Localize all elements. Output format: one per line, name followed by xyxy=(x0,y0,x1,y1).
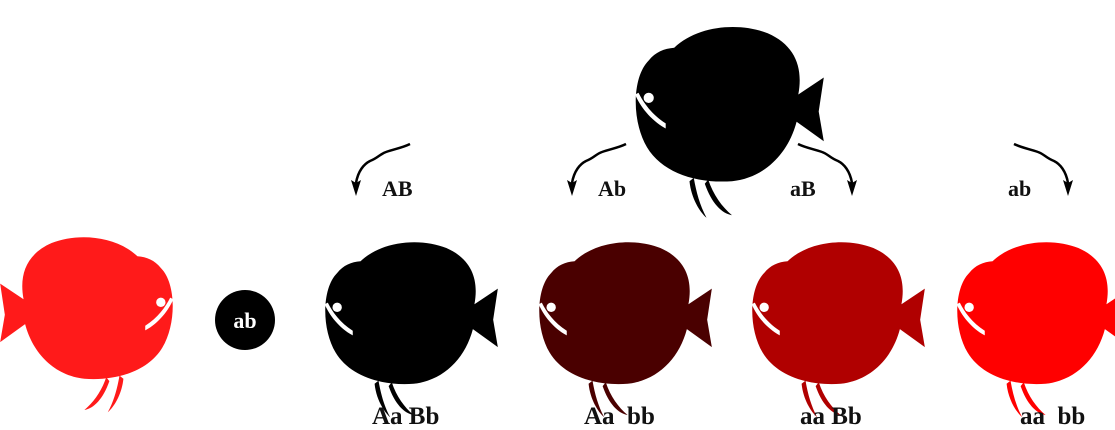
offspring-fish xyxy=(539,242,712,417)
gamete-label: ab xyxy=(1008,176,1031,201)
egg-label: ab xyxy=(233,308,256,333)
genotype-label: Aa bb xyxy=(584,403,655,430)
gamete-label: aB xyxy=(790,176,816,201)
offspring-fish xyxy=(957,242,1115,417)
egg-icon: ab xyxy=(215,290,275,350)
offspring-fish xyxy=(325,242,498,417)
genotype-label: Aa Bb xyxy=(372,403,439,430)
genotype-label: aa bb xyxy=(1020,403,1085,430)
female-parent-fish xyxy=(0,237,173,412)
offspring-fish xyxy=(752,242,925,417)
gamete-label: AB xyxy=(382,176,413,201)
gamete-label: Ab xyxy=(598,176,626,201)
genotype-label: aa Bb xyxy=(800,403,862,430)
